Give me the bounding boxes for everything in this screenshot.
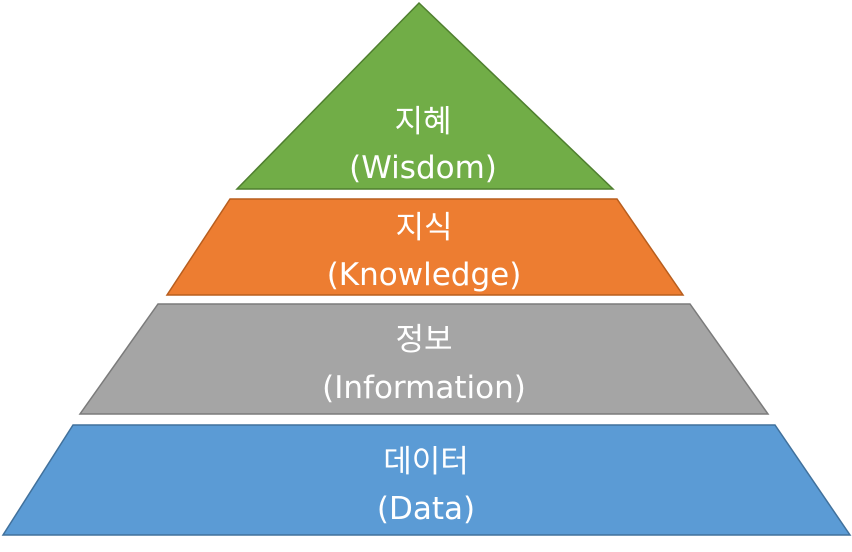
layer-wisdom-label-ko: 지혜 [394,104,451,140]
layer-knowledge-shape [165,198,685,296]
layer-wisdom-shape [235,1,615,190]
layer-wisdom: 지혜 (Wisdom) [235,1,615,190]
layer-knowledge-label-en: (Knowledge) [327,257,522,293]
layer-information: 정보 (Information) [78,303,770,415]
layer-information-label-en: (Information) [322,370,526,406]
layer-data-shape [1,424,852,536]
layer-data: 데이터 (Data) [1,424,852,536]
layer-information-label-ko: 정보 [395,322,452,358]
layer-wisdom-label-en: (Wisdom) [349,150,497,186]
layer-information-shape [78,303,770,415]
layer-data-label-en: (Data) [377,491,475,527]
layer-knowledge-label-ko: 지식 [395,210,452,246]
layer-knowledge: 지식 (Knowledge) [165,198,685,296]
layer-data-label-ko: 데이터 [383,444,469,480]
